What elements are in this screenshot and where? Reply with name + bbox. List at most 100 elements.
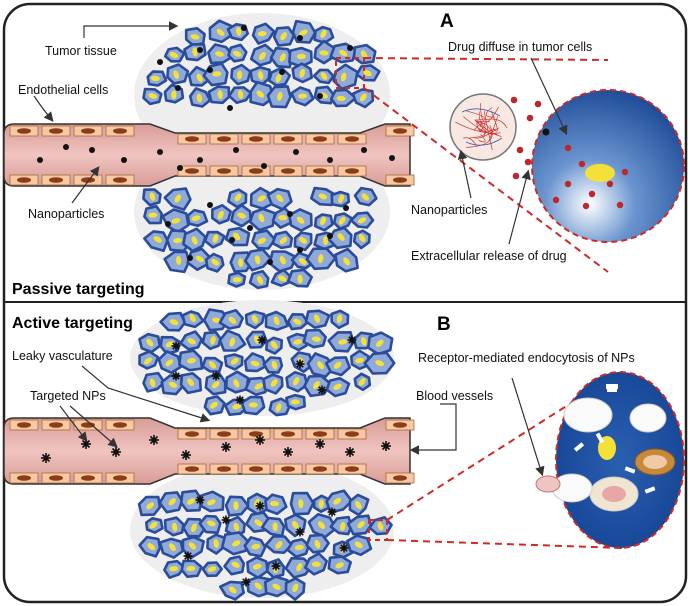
tumor-cell-nucleus	[229, 337, 236, 347]
nanoparticle-dot	[63, 144, 69, 150]
label-tumor-tissue: Tumor tissue	[45, 44, 117, 58]
tumor-cell-nucleus	[248, 402, 258, 408]
nanoparticle-polymer	[455, 103, 508, 150]
tumor-cell-nucleus	[377, 521, 384, 531]
tumor-cell-nucleus	[148, 93, 158, 99]
panel-b-title: Active targeting	[12, 315, 133, 332]
endothelial-nucleus	[17, 177, 31, 183]
nanoparticle-dot	[177, 165, 183, 171]
drug-dot	[582, 202, 590, 210]
tumor-cell-nucleus	[210, 335, 216, 345]
trafficking-arrow	[606, 384, 618, 389]
tumor-cell-nucleus	[319, 50, 329, 56]
tumor-cell-nucleus	[175, 256, 182, 266]
tumor-cell-nucleus	[375, 339, 384, 347]
tumor-cell-nucleus	[322, 236, 329, 246]
tumor-cell-nucleus	[318, 193, 328, 200]
tumor-cell-nucleus	[232, 50, 242, 57]
zoom-box-b	[368, 519, 388, 541]
targeted-np	[319, 387, 325, 393]
tumor-cell-nucleus	[231, 561, 240, 568]
tumor-cell-nucleus	[237, 89, 244, 99]
tumor-cell-nucleus	[375, 360, 384, 367]
tumor-cell-nucleus	[314, 539, 321, 549]
tumor-cell-nucleus	[253, 335, 260, 344]
tumor-cell-nucleus	[358, 234, 366, 243]
tumor-cell-nucleus	[333, 361, 342, 369]
drug-dot	[606, 180, 614, 188]
zoom-box-a	[335, 57, 365, 89]
tumor-cell-nucleus	[279, 256, 286, 265]
tumor-cell-nucleus	[208, 361, 217, 369]
tumor-cell-nucleus	[320, 29, 327, 38]
endothelial-nucleus	[81, 475, 95, 481]
tumor-cell-nucleus	[172, 522, 178, 532]
tumor-cell-nucleus	[236, 27, 242, 36]
nanoparticle-dot	[227, 105, 233, 111]
tumor-cell-nucleus	[340, 522, 346, 531]
tumor-cell-nucleus	[252, 563, 262, 570]
nanoparticle-dot	[261, 163, 267, 169]
targeted-np	[347, 449, 353, 455]
nanoparticles-a	[37, 144, 395, 171]
tumor-cell-nucleus	[311, 561, 321, 567]
endothelial-nucleus	[249, 168, 263, 174]
tumor-cell-nucleus	[169, 51, 179, 58]
targeted-np	[183, 452, 189, 458]
endothelial-nucleus	[81, 422, 95, 428]
nanoparticle-dot	[287, 211, 293, 217]
tumor-cell-nucleus	[149, 378, 156, 388]
tumor-cell-nucleus	[257, 195, 266, 202]
arrow-endothelial	[33, 95, 54, 122]
endothelial-nucleus	[249, 466, 263, 472]
endothelial-nucleus	[17, 422, 31, 428]
nanoparticle-dot	[187, 255, 193, 261]
tumor-cell-nucleus	[343, 257, 350, 266]
targeted-np	[297, 361, 303, 367]
tumor-cell-nucleus	[270, 379, 278, 387]
tumor-cell-nucleus	[277, 91, 283, 101]
tumor-cell-nucleus	[187, 498, 196, 505]
tumor-cell-nucleus	[174, 194, 182, 203]
tumor-cell-nucleus	[233, 501, 239, 511]
tumor-cell-nucleus	[278, 275, 287, 282]
tumor-cell-nucleus	[339, 49, 348, 57]
nanoparticle-dot	[175, 85, 181, 91]
tumor-cell-nucleus	[272, 583, 281, 590]
panel-b-letter: B	[437, 314, 451, 335]
tumor-cell-nucleus	[292, 520, 299, 530]
arrow-tumor-tissue	[83, 21, 179, 38]
arrow-targeted-nps-2	[69, 405, 118, 448]
endothelial-nucleus	[313, 136, 327, 142]
tumor-cell-nucleus	[206, 520, 216, 527]
label-endothelial-cells: Endothelial cells	[18, 83, 108, 97]
trafficking-arrow	[607, 388, 617, 392]
tumor-cell-nucleus	[209, 401, 218, 409]
trafficking-arrow	[595, 432, 605, 444]
endothelial-nucleus	[217, 466, 231, 472]
nanoparticle-dot	[89, 147, 95, 153]
drug-dot	[510, 96, 518, 104]
tumor-cell-nucleus	[338, 339, 348, 345]
tumor-cell-nucleus	[296, 563, 303, 572]
tumor-cell-nucleus	[171, 218, 181, 224]
tumor-cell-nucleus	[296, 216, 305, 224]
tumor-cell-nucleus	[207, 499, 216, 506]
tumor-cell-nucleus	[311, 336, 321, 342]
drug-dot	[526, 114, 534, 122]
nanoparticle-dot	[279, 69, 285, 75]
tumor-cell-nucleus	[338, 216, 346, 225]
endothelial-nucleus	[49, 128, 63, 134]
tumor-cell-nucleus	[165, 359, 174, 367]
tumor-cell-nucleus	[296, 53, 306, 60]
tumor-cell-nucleus	[361, 193, 370, 201]
tumor-cells-b	[137, 308, 396, 601]
polymer-strands	[455, 103, 508, 150]
tumor-cells-a	[142, 19, 381, 290]
tumor-cell-nucleus	[258, 213, 265, 223]
tumor-cell-nucleus	[270, 501, 280, 507]
drug-dot	[578, 160, 586, 168]
tumor-cell-nucleus	[190, 34, 200, 40]
tumor-cell-nucleus	[318, 254, 324, 264]
nanoparticle-dot	[197, 47, 203, 53]
